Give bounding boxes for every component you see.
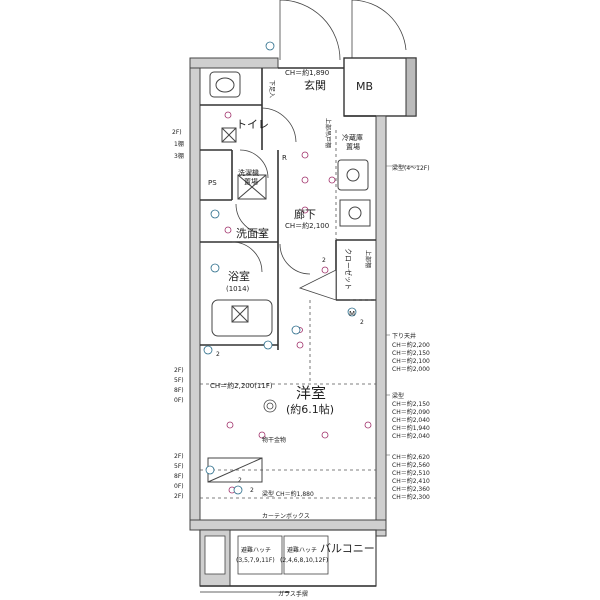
room-western-size: (約6.1帖) bbox=[286, 402, 334, 416]
symbol-num-1: 2 bbox=[238, 477, 242, 484]
room-washroom: 洗面室 bbox=[236, 226, 269, 240]
ch-g3-3: CH＝約2,410 bbox=[392, 477, 430, 485]
lf-g1-3: 0F) bbox=[174, 397, 184, 404]
room-ps: PS bbox=[208, 179, 217, 187]
lf-g2-2: 8F) bbox=[174, 473, 184, 480]
ch-g1-3: CH＝約2,000 bbox=[392, 365, 430, 373]
beam-bottom-label: 梁型 CH＝約1,880 bbox=[262, 490, 314, 498]
blue-points bbox=[203, 41, 357, 495]
upper-shelf-label: 上部棚 bbox=[364, 250, 372, 268]
ch-2200-label: CH＝約2,200(11F) bbox=[210, 381, 273, 390]
room-bath: 浴室 bbox=[228, 269, 250, 283]
ch-group-3: CH＝約2,620 CH＝約2,560 CH＝約2,510 CH＝約2,410 … bbox=[392, 453, 430, 501]
room-genkan: 玄関 bbox=[304, 78, 326, 92]
room-laundry-1: 洗濯機 bbox=[238, 168, 259, 177]
left-floor-marks-top: 2F) 1棚 3棚 bbox=[172, 129, 184, 160]
top-door-swings bbox=[279, 0, 407, 61]
hatch1-l1: 避難ハッチ bbox=[241, 546, 271, 554]
lf-g2-0: 2F) bbox=[174, 453, 184, 460]
ch-g3-4: CH＝約2,360 bbox=[392, 485, 430, 493]
lf-g2-4: 2F) bbox=[174, 493, 184, 500]
ch-g1-0: CH＝約2,200 bbox=[392, 341, 430, 349]
lf-g1-2: 8F) bbox=[174, 387, 184, 394]
lf-g2-3: 0F) bbox=[174, 483, 184, 490]
hatch2-l1: 避難ハッチ bbox=[287, 546, 317, 554]
room-toilet: トイレ bbox=[236, 118, 269, 131]
beam-mid-right-label: 梁型 bbox=[392, 392, 404, 400]
room-closet: クローゼット bbox=[344, 248, 353, 290]
ch-g3-1: CH＝約2,560 bbox=[392, 461, 430, 469]
left-floor-group-2: 2F) 5F) 8F) 0F) 2F) bbox=[174, 453, 184, 500]
ch-g3-5: CH＝約2,300 bbox=[392, 493, 430, 501]
mark-r: R bbox=[282, 154, 287, 162]
ch-g1-1: CH＝約2,150 bbox=[392, 349, 430, 357]
symbol-num-2: 2 bbox=[250, 487, 254, 494]
genkan-ch: CH＝約1,890 bbox=[285, 68, 329, 77]
electrical-points bbox=[224, 111, 372, 494]
fridge-2: 置場 bbox=[346, 142, 360, 151]
upper-cabinet-label: 上部吊戸棚 bbox=[324, 118, 332, 148]
left-floor-group-1: 2F) 5F) 8F) 0F) bbox=[174, 367, 184, 404]
ch-group-2: CH＝約2,150 CH＝約2,090 CH＝約2,040 CH＝約1,940 … bbox=[392, 400, 430, 440]
symbol-num-0: 2 bbox=[216, 351, 220, 358]
room-western: 洋室 bbox=[296, 384, 326, 402]
hallway-ch: CH＝約2,100 bbox=[285, 221, 329, 230]
lf-top-2: 3棚 bbox=[174, 152, 184, 160]
beam-top-right-label: 梁型(4～12F) bbox=[392, 164, 430, 172]
ch-g2-3: CH＝約1,940 bbox=[392, 424, 430, 432]
lf-g2-1: 5F) bbox=[174, 463, 184, 470]
shoe-box-label: 下足入 bbox=[268, 80, 275, 98]
mark-m: M bbox=[349, 310, 355, 318]
room-laundry-2: 置場 bbox=[244, 177, 258, 186]
mb-box bbox=[343, 57, 417, 117]
hatch1-l2: (3,5,7,9,11F) bbox=[236, 557, 275, 564]
ch-g3-2: CH＝約2,510 bbox=[392, 469, 430, 477]
balcony-area bbox=[199, 529, 377, 593]
room-bath-size: (1014) bbox=[226, 285, 250, 293]
fixtures bbox=[207, 71, 371, 483]
glass-rail-label: ガラス手摺 bbox=[278, 590, 308, 598]
fridge-1: 冷蔵庫 bbox=[342, 133, 363, 142]
hatch2-l2: (2,4,6,8,10,12F) bbox=[280, 557, 328, 564]
lf-g1-0: 2F) bbox=[174, 367, 184, 374]
drop-ceiling-label: 下り天井 bbox=[392, 332, 416, 340]
ch-g2-0: CH＝約2,150 bbox=[392, 400, 430, 408]
symbol-num-4: 2 bbox=[360, 319, 364, 326]
room-hallway: 廊下 bbox=[294, 207, 316, 221]
ch-group-1: CH＝約2,200 CH＝約2,150 CH＝約2,100 CH＝約2,000 bbox=[392, 341, 430, 373]
ch-g2-1: CH＝約2,090 bbox=[392, 408, 430, 416]
room-balcony: バルコニー bbox=[320, 542, 375, 555]
hanger-label: 物干金物 bbox=[262, 436, 286, 444]
right-dim-lines bbox=[386, 165, 420, 456]
lf-top-0: 2F) bbox=[172, 129, 182, 136]
ch-g2-2: CH＝約2,040 bbox=[392, 416, 430, 424]
ceiling-light bbox=[263, 399, 277, 413]
room-mb: MB bbox=[356, 80, 373, 93]
curtain-box-label: カーテンボックス bbox=[262, 512, 310, 520]
lf-g1-1: 5F) bbox=[174, 377, 184, 384]
ch-g2-4: CH＝約2,040 bbox=[392, 432, 430, 440]
ch-g3-0: CH＝約2,620 bbox=[392, 453, 430, 461]
lf-top-1: 1棚 bbox=[174, 140, 184, 148]
ch-g1-2: CH＝約2,100 bbox=[392, 357, 430, 365]
interior-door-swings bbox=[231, 107, 337, 301]
symbol-num-3: 2 bbox=[322, 257, 326, 264]
dashed-lines bbox=[200, 130, 376, 499]
